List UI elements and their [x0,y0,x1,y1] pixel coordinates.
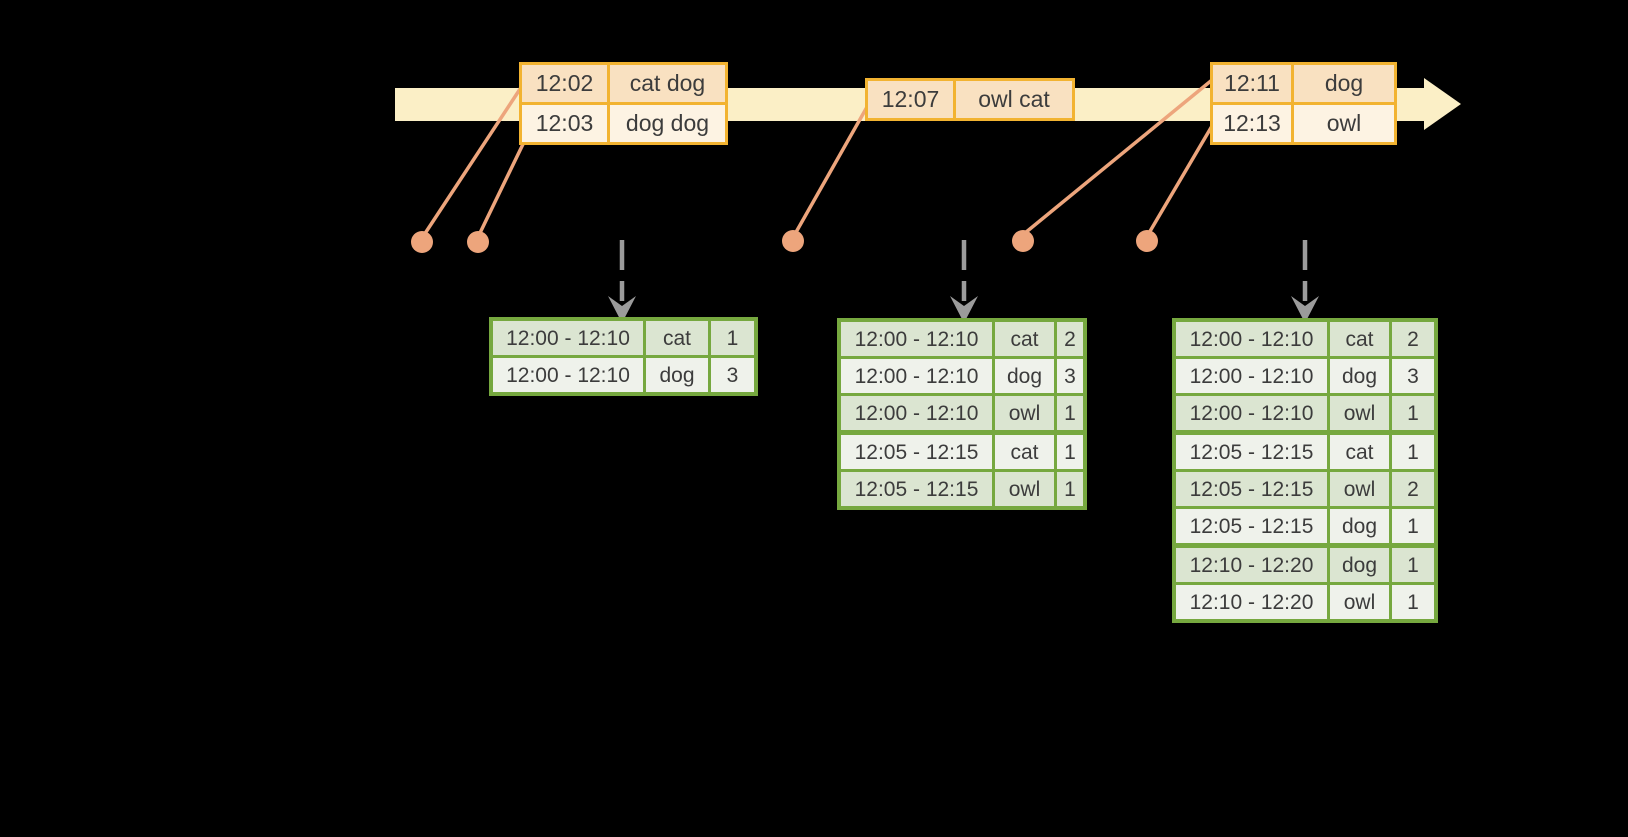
table-cell: owl [1291,105,1394,142]
table-cell: owl cat [953,81,1072,118]
table-cell: 12:10 - 12:20 [1189,553,1314,577]
table-cell: 12:00 - 12:10 [1189,327,1314,351]
table-cell: 2 [1054,322,1083,356]
table-cell: 1 [1054,435,1083,469]
table-cell: 12:10 - 12:20 [1189,590,1314,614]
table-cell: 12:05 - 12:15 [854,477,979,501]
event-dot-icon [411,231,433,253]
table-cell: 12:00 - 12:10 [506,326,630,350]
event-dots [411,230,1158,253]
table-cell: 12:03 [535,110,594,136]
table-cell: 1 [1054,472,1083,506]
table-cell: dog [643,358,708,392]
table-cell: cat [1327,435,1389,469]
table-cell: 12:05 - 12:15 [1189,440,1314,464]
table-cell: 12:00 - 12:10 [854,327,979,351]
table-cell: dog [992,359,1054,393]
timeline-arrowhead-icon [1424,78,1461,130]
table-cell: 12:00 - 12:10 [506,363,630,387]
table-cell: 1 [1389,396,1434,430]
table-cell: owl [1327,396,1389,430]
table-cell: cat [992,435,1054,469]
table-cell: dog [1327,359,1389,393]
table-cell: dog [1327,509,1389,543]
table-cell: owl [1327,585,1389,619]
table-cell: 12:00 - 12:10 [1189,364,1314,388]
event-table-2: 12:07 owl cat [865,78,1075,121]
table-cell: 3 [1054,359,1083,393]
table-cell: owl [992,472,1054,506]
table-row: 12:07 owl cat [868,81,1072,118]
event-line [793,106,869,235]
event-dot-icon [1012,230,1034,252]
table-cell: cat [992,322,1054,356]
table-cell: dog [1327,548,1389,582]
table-cell: 12:05 - 12:15 [1189,477,1314,501]
table-cell: 2 [1389,472,1434,506]
event-line [422,85,524,236]
event-line [477,139,527,236]
table-cell: cat [643,321,708,355]
event-line [1023,78,1214,235]
table-cell: cat dog [607,65,725,102]
table-cell: 12:05 - 12:15 [854,440,979,464]
table-cell: dog [1291,65,1394,102]
table-cell: owl [992,396,1054,430]
event-dot-icon [782,230,804,252]
trigger-arrowhead-icon [1291,296,1319,323]
table-cell: 12:07 [881,86,940,112]
table-row: 12:11 dog [1213,65,1394,102]
table-cell: 12:00 - 12:10 [854,401,979,425]
trigger-arrowhead-icon [950,296,978,323]
table-cell: 1 [1389,585,1434,619]
table-row: 12:03 dog dog [522,102,725,142]
event-dot-icon [1136,230,1158,252]
table-cell: 12:02 [535,70,594,96]
trigger-arrowhead-icon [608,296,636,323]
event-connector-lines [422,78,1214,236]
table-cell: 1 [1389,435,1434,469]
table-row: 12:02 cat dog [522,65,725,102]
table-row: 12:13 owl [1213,102,1394,142]
table-cell: 12:11 [1224,70,1280,96]
table-cell: 12:13 [1223,110,1281,136]
event-line [1147,125,1214,234]
event-table-1: 12:02 cat dog 12:03 dog dog [519,62,728,145]
table-cell: 1 [1389,509,1434,543]
table-cell: cat [1327,322,1389,356]
trigger-arrows [608,240,1319,323]
table-cell: 12:00 - 12:10 [1189,401,1314,425]
table-cell: 3 [708,358,754,392]
event-table-3: 12:11 dog 12:13 owl [1210,62,1397,145]
table-cell: owl [1327,472,1389,506]
table-cell: 1 [708,321,754,355]
table-cell: 12:00 - 12:10 [854,364,979,388]
table-cell: 2 [1389,322,1434,356]
event-dot-icon [467,231,489,253]
table-cell: 3 [1389,359,1434,393]
table-cell: 1 [1389,548,1434,582]
table-cell: dog dog [607,105,725,142]
table-cell: 1 [1054,396,1083,430]
table-cell: 12:05 - 12:15 [1189,514,1314,538]
